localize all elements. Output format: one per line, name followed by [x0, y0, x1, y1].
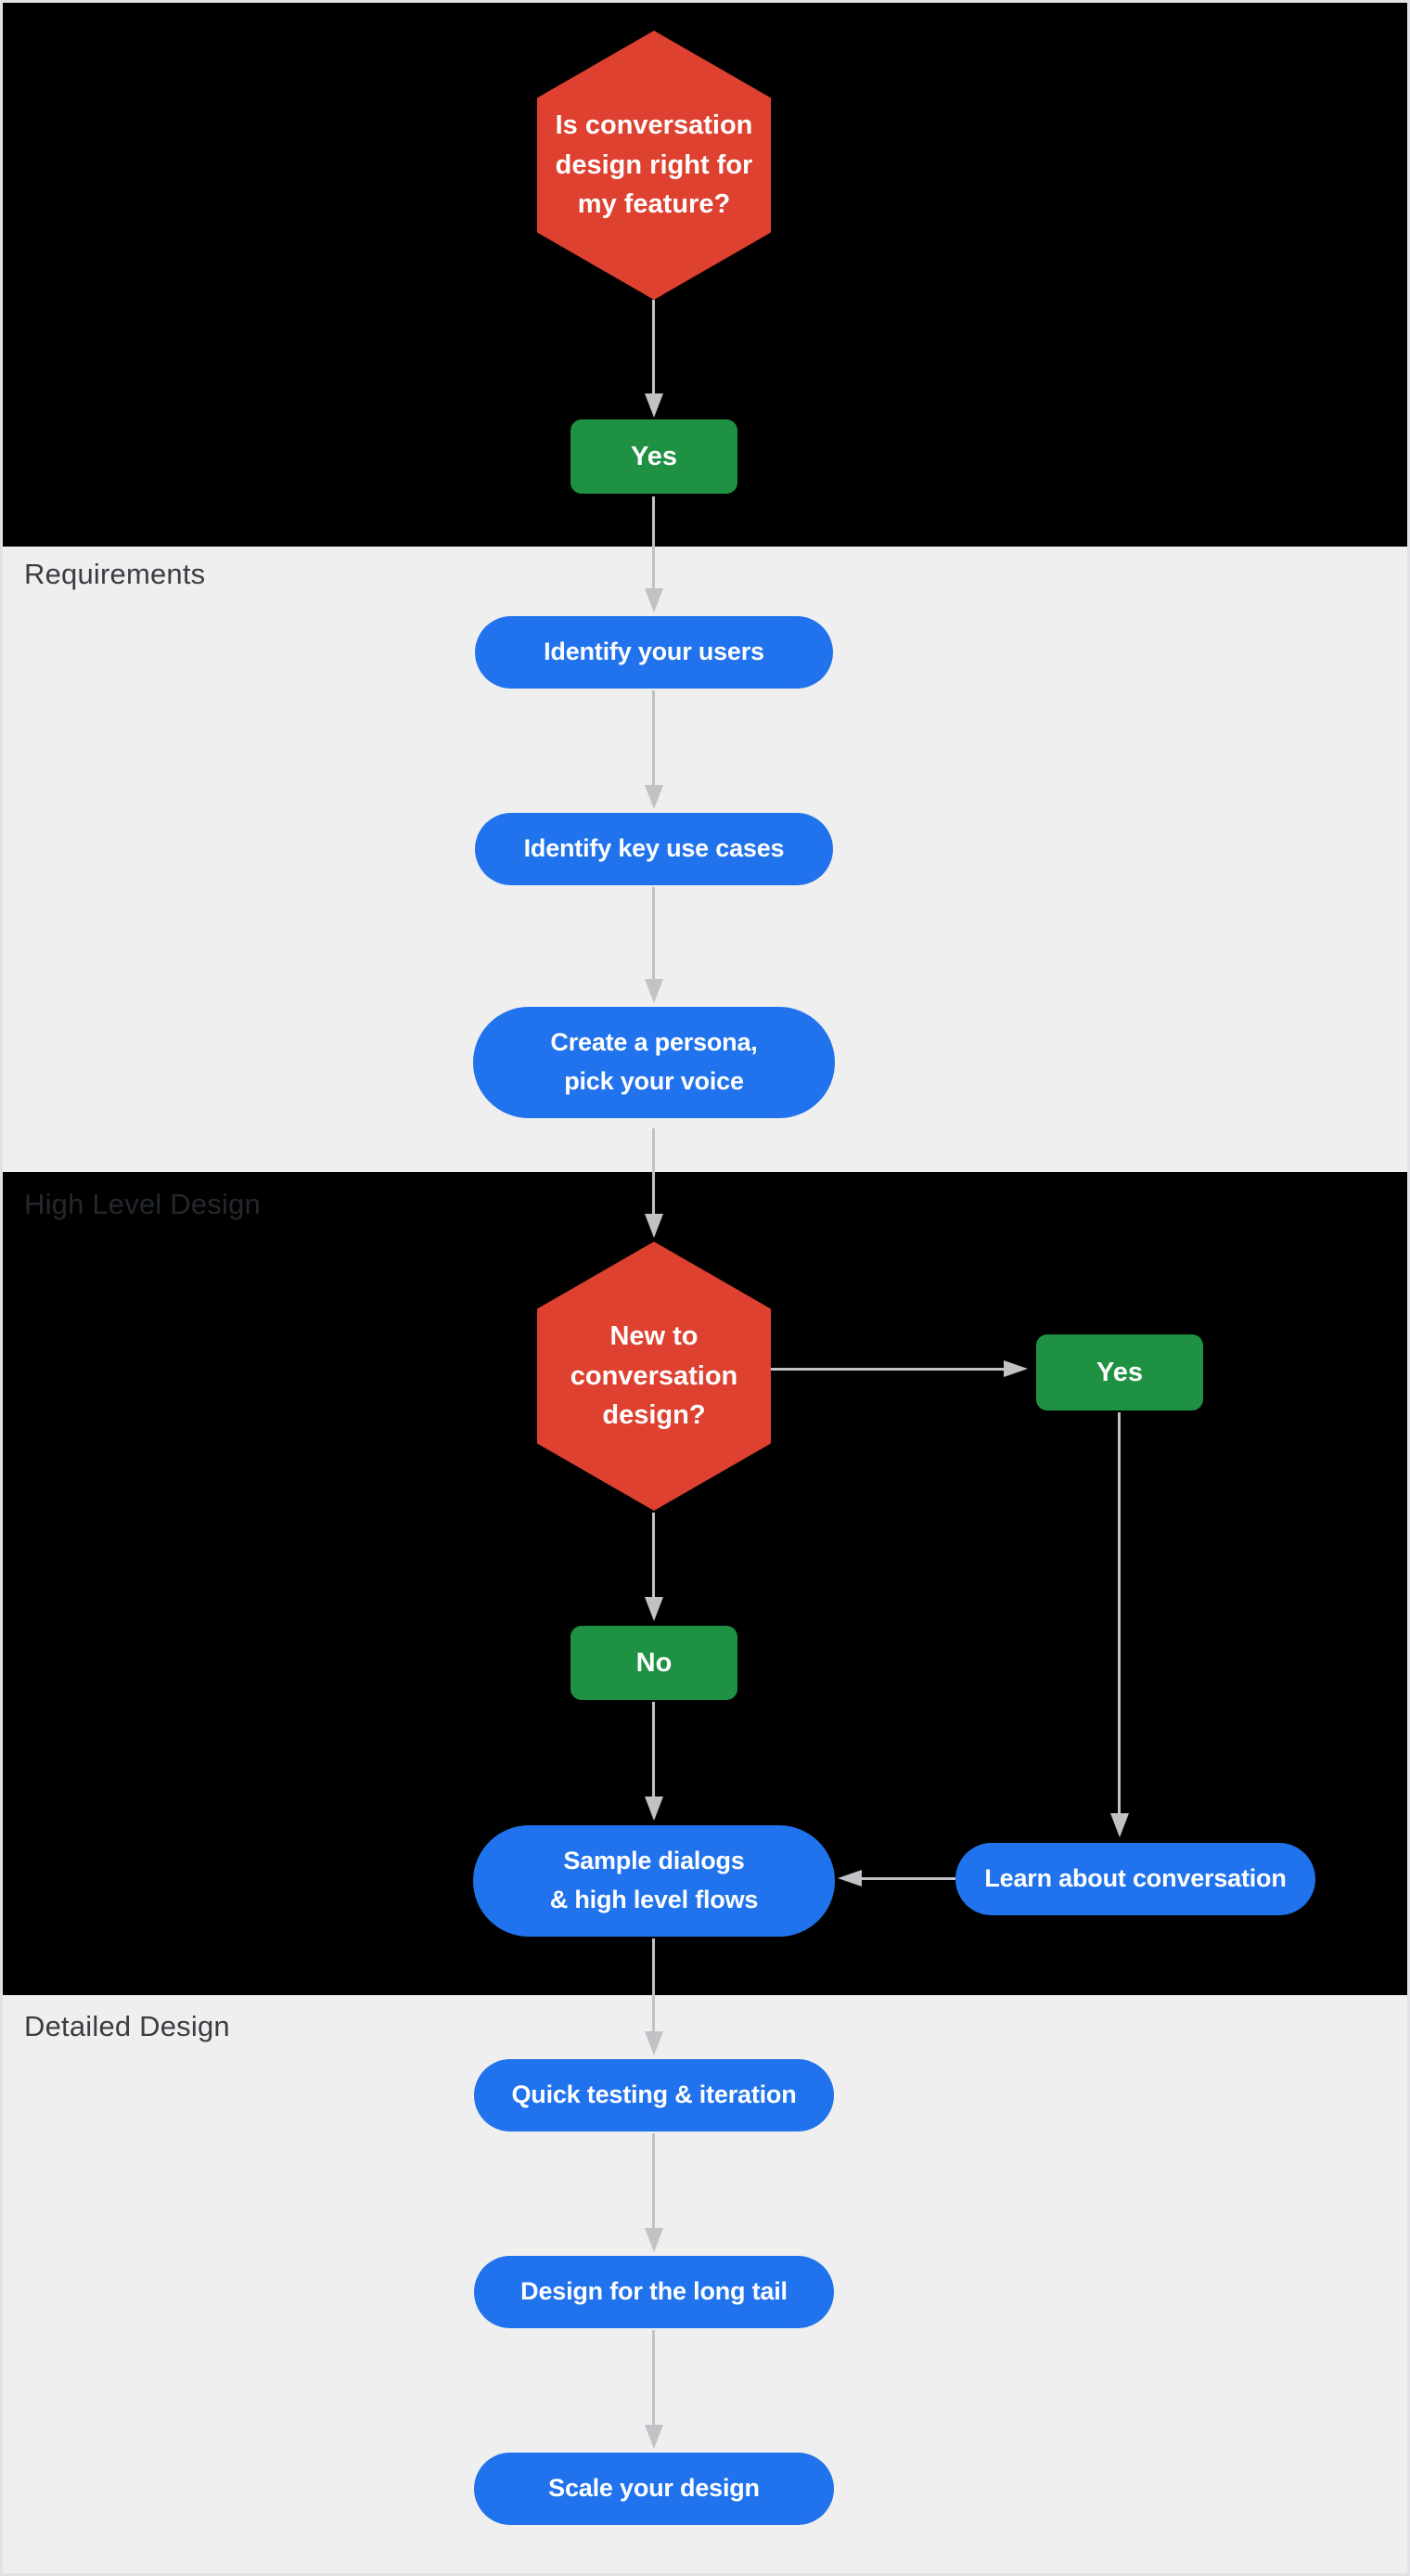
section-label-high-level-design: High Level Design [24, 1188, 261, 1220]
arrowhead-q1-yes1 [645, 393, 663, 418]
connector-q2-no [652, 1513, 655, 1597]
arrowhead-long-tail-scale [645, 2425, 663, 2449]
decision-text-line: Is conversation [555, 109, 753, 140]
step-text-line: Create a persona, [550, 1028, 758, 1057]
connector-long-tail-scale [652, 2330, 655, 2425]
arrowhead-q2-yes2 [1004, 1360, 1028, 1377]
node-decision-new-to-conversation-design: New to conversation design? [537, 1242, 771, 1511]
node-answer-yes-2: Yes [1036, 1334, 1203, 1410]
arrowhead-persona-q2 [645, 1214, 663, 1238]
arrowhead-quick-testing-long-tail [645, 2228, 663, 2252]
node-step-design-long-tail: Design for the long tail [474, 2256, 834, 2328]
node-step-scale-your-design: Scale your design [474, 2453, 834, 2525]
connector-quick-testing-long-tail [652, 2133, 655, 2228]
node-step-sample-dialogs-high-level-flows: Sample dialogs & high level flows [473, 1825, 835, 1937]
connector-sample-quick-testing [652, 1938, 655, 2031]
node-step-identify-key-use-cases: Identify key use cases [475, 813, 833, 885]
decision-text-line: design? [602, 1400, 706, 1431]
node-answer-yes-1: Yes [570, 419, 737, 494]
arrowhead-q2-no [645, 1597, 663, 1621]
connector-q2-yes2 [771, 1368, 1004, 1371]
node-answer-no: No [570, 1626, 737, 1700]
connector-yes2-learn [1118, 1412, 1121, 1813]
decision-text-line: design right for [555, 149, 753, 180]
arrowhead-identify-users-use-cases [645, 785, 663, 809]
arrowhead-no-sample-dialogs [645, 1797, 663, 1821]
connector-no-sample-dialogs [652, 1702, 655, 1797]
step-text-line: pick your voice [564, 1067, 744, 1095]
connector-q1-yes1 [652, 300, 655, 393]
connector-learn-sample-dialogs [862, 1877, 955, 1880]
decision-text-line: conversation [570, 1360, 738, 1391]
node-step-create-persona-pick-voice: Create a persona, pick your voice [473, 1007, 835, 1118]
section-label-requirements: Requirements [24, 558, 206, 590]
decision-text-line: New to [609, 1320, 699, 1351]
arrowhead-yes1-identify-users [645, 588, 663, 612]
section-label-detailed-design: Detailed Design [24, 2010, 230, 2042]
connector-use-cases-persona [652, 887, 655, 979]
arrowhead-use-cases-persona [645, 979, 663, 1003]
node-step-identify-your-users: Identify your users [475, 616, 833, 689]
connector-identify-users-use-cases [652, 690, 655, 785]
step-text-line: Sample dialogs [563, 1847, 745, 1875]
connector-yes1-identify-users [652, 496, 655, 588]
connector-persona-q2 [652, 1128, 655, 1214]
arrowhead-yes2-learn [1110, 1813, 1129, 1837]
node-step-learn-about-conversation: Learn about conversation [955, 1843, 1315, 1915]
step-text-line: & high level flows [549, 1886, 759, 1913]
node-step-quick-testing-iteration: Quick testing & iteration [474, 2059, 834, 2132]
arrowhead-learn-sample-dialogs [838, 1870, 862, 1887]
decision-text-line: my feature? [577, 189, 731, 220]
node-decision-conversation-design-fit: Is conversation design right for my feat… [537, 31, 771, 300]
arrowhead-sample-quick-testing [645, 2031, 663, 2055]
